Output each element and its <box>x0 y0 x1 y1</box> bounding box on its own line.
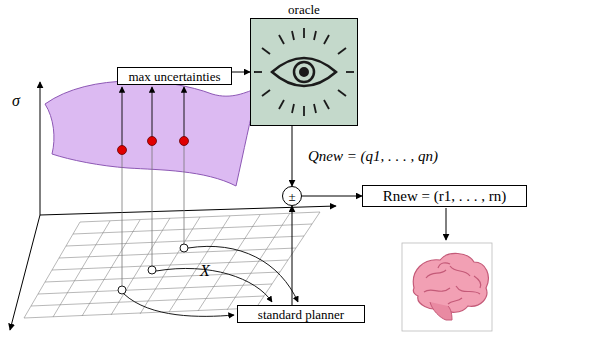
oracle-background <box>250 18 358 126</box>
uncertainty-box: max uncertainties <box>117 67 232 85</box>
sum-junction: ± <box>282 186 302 206</box>
eye-icon <box>254 28 354 116</box>
node-heading: oracle <box>251 3 357 16</box>
uncertainty-surface <box>45 81 258 186</box>
node-label: ± <box>288 190 295 203</box>
result-box: Rnew = (r1, . . . , rn) <box>362 185 527 207</box>
oracle-box: oracle <box>250 18 358 126</box>
result-arrow <box>446 208 447 240</box>
connector <box>292 206 293 305</box>
node-label: standard planner <box>258 308 344 321</box>
brain-frame <box>402 243 492 331</box>
node-label: max uncertainties <box>128 70 220 83</box>
connector <box>302 196 362 197</box>
node-label: Rnew = (r1, . . . , rn) <box>383 189 506 204</box>
leader-arrows <box>122 87 184 146</box>
connector <box>292 126 293 186</box>
grid-plane <box>24 212 320 318</box>
planner-box: standard planner <box>237 305 365 323</box>
axis-label: σ <box>10 92 22 110</box>
brain-icon <box>413 253 488 320</box>
max-points <box>118 137 189 155</box>
edge-label: Qnew = (q1, . . . , qn) <box>306 148 440 165</box>
domain-label: X <box>198 262 212 280</box>
connector <box>232 72 250 73</box>
leader-lines <box>122 145 184 286</box>
